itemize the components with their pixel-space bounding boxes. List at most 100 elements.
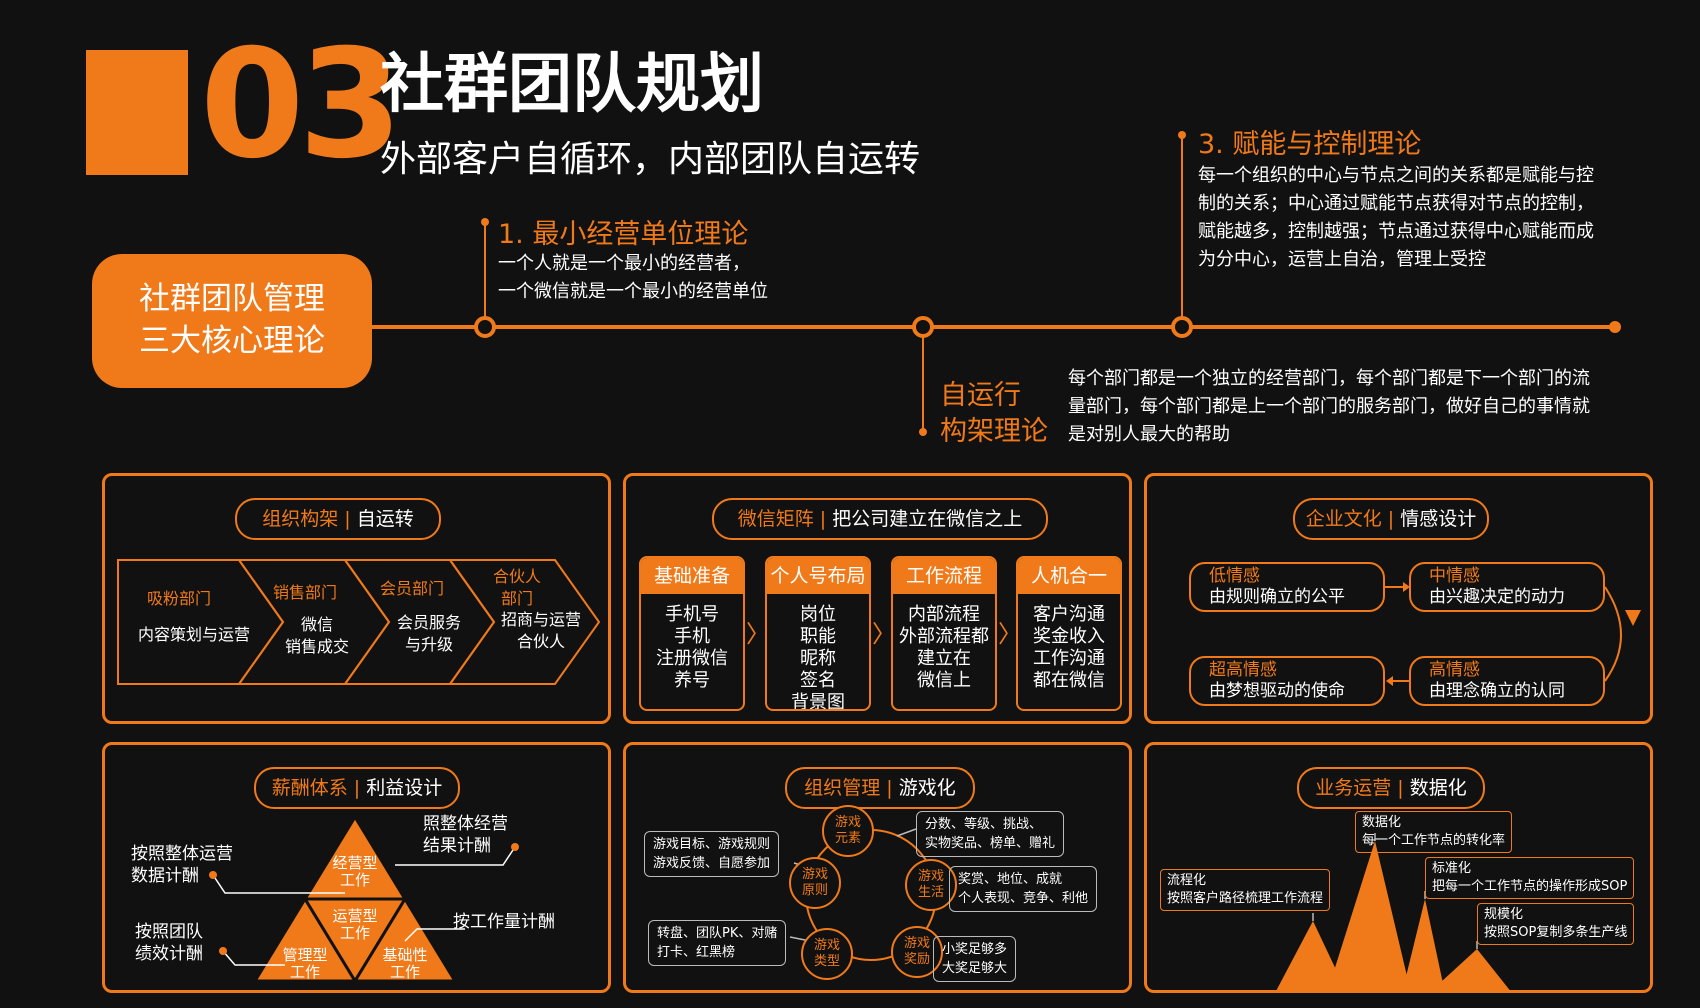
- panel-game-title: 组织管理|游戏化: [785, 767, 975, 809]
- wechat-col: 人机合一 客户沟通 奖金收入 工作沟通 都在微信: [1016, 556, 1122, 711]
- game-circle: 游戏 类型: [801, 928, 853, 980]
- game-box: 分数、等级、挑战、 实物奖品、榜单、赠礼: [916, 811, 1065, 857]
- culture-item: 高情感 由理念确立的认同: [1409, 656, 1605, 706]
- panel-wechat-title: 微信矩阵|把公司建立在微信之上: [712, 498, 1048, 540]
- biz-item: 流程化 按照客户路径梳理工作流程: [1160, 869, 1331, 911]
- panel-title-a: 组织构架: [262, 508, 339, 530]
- org-dept-desc: 会员服务 与升级: [397, 613, 462, 654]
- panel-title-a: 薪酬体系: [271, 777, 348, 799]
- panel-title-b: 数据化: [1409, 777, 1467, 799]
- culture-item-desc: 由兴趣决定的动力: [1429, 587, 1565, 607]
- panel-title-a: 业务运营: [1315, 777, 1392, 799]
- game-circle: 游戏 元素: [822, 805, 874, 857]
- theory-2-body: 每个部门都是一个独立的经营部门，每个部门都是下一个部门的流 量部门，每个部门都是…: [1068, 365, 1590, 449]
- salary-tri-top: 经营型 工作: [332, 854, 378, 889]
- theory-2-title: 自运行 构架理论: [940, 378, 1048, 450]
- wechat-col: 个人号布局 岗位 职能 昵称 签名 背景图: [765, 556, 871, 711]
- culture-item-desc: 由梦想驱动的使命: [1209, 681, 1345, 701]
- chevron-right-icon: 〉: [998, 620, 1022, 648]
- wechat-col-head: 工作流程: [893, 558, 995, 594]
- culture-item-name: 低情感: [1209, 566, 1260, 586]
- core-theory-box: 社群团队管理 三大核心理论: [92, 254, 372, 388]
- panel-title-b: 情感设计: [1400, 508, 1477, 530]
- wechat-col: 基础准备 手机号 手机 注册微信 养号: [639, 556, 745, 711]
- salary-label-br: 按工作量计酬: [453, 912, 555, 932]
- header-orange-block: [86, 50, 188, 175]
- biz-item-name: 规模化: [1484, 907, 1524, 922]
- org-chevrons: [117, 559, 601, 685]
- theory-2-line: 是对别人最大的帮助: [1068, 424, 1230, 445]
- salary-tri-bl: 管理型 工作: [282, 946, 328, 981]
- org-dept-desc: 微信 销售成交: [285, 615, 350, 656]
- wechat-col: 工作流程 内部流程 外部流程都 建立在 微信上: [891, 556, 997, 711]
- theory-3-title: 3. 赋能与控制理论: [1198, 129, 1422, 160]
- theory-3-line: 每一个组织的中心与节点之间的关系都是赋能与控: [1198, 165, 1594, 186]
- org-dept-name: 销售部门: [273, 583, 338, 602]
- org-dept-name: 吸粉部门: [147, 589, 212, 608]
- biz-item-name: 流程化: [1167, 873, 1207, 888]
- theory-2-title-line: 构架理论: [940, 416, 1048, 447]
- org-dept-desc: 内容策划与运营: [138, 625, 251, 644]
- culture-item: 中情感 由兴趣决定的动力: [1409, 562, 1605, 612]
- culture-flow-arrows: [1385, 582, 1641, 686]
- page-title: 社群团队规划: [380, 48, 764, 122]
- salary-tri-mid: 运营型 工作: [332, 907, 378, 942]
- panel-gamification: 组织管理|游戏化 游戏 元素 游戏 生活 游戏 奖励 游戏 类型 游戏 原则 分…: [623, 742, 1132, 993]
- theory-2-line: 每个部门都是一个独立的经营部门，每个部门都是下一个部门的流: [1068, 368, 1590, 389]
- salary-tri-br: 基础性 工作: [382, 946, 428, 981]
- wechat-col-head: 人机合一: [1018, 558, 1120, 594]
- salary-label-bl: 按照团队 绩效计酬: [135, 922, 203, 964]
- culture-item-name: 超高情感: [1209, 660, 1277, 680]
- salary-label-tr: 照整体经营 结果计酬: [423, 814, 508, 856]
- biz-item: 标准化 把每一个工作节点的操作形成SOP: [1425, 857, 1635, 899]
- core-line-2: 三大核心理论: [139, 323, 325, 359]
- game-circle-text: 游戏 类型: [813, 938, 840, 969]
- theory-2-line: 量部门，每个部门都是上一个部门的服务部门，做好自己的事情就: [1068, 396, 1590, 417]
- panel-org-structure: 组织构架|自运转 吸粉部门 内容策划与运营 销售部门 微信 销售成交 会员部门 …: [102, 473, 611, 724]
- theory-1-line: 一个微信就是一个最小的经营单位: [498, 281, 768, 302]
- panel-salary-title: 薪酬体系|利益设计: [254, 767, 460, 809]
- game-circle-text: 游戏 原则: [801, 867, 828, 898]
- game-circle-text: 游戏 生活: [917, 869, 944, 900]
- panel-org-title: 组织构架|自运转: [235, 498, 441, 540]
- panel-title-b: 把公司建立在微信之上: [832, 508, 1023, 530]
- culture-item: 超高情感 由梦想驱动的使命: [1189, 656, 1385, 706]
- theory-3-line: 赋能越多，控制越强；节点通过获得中心赋能而成: [1198, 221, 1594, 242]
- wechat-col-head: 基础准备: [641, 558, 743, 594]
- panel-title-a: 企业文化: [1305, 508, 1382, 530]
- panel-title-a: 微信矩阵: [737, 508, 814, 530]
- theory-1-line: 一个人就是一个最小的经营者，: [498, 253, 750, 274]
- game-box: 奖赏、地位、成就 个人表现、竞争、利他: [949, 866, 1098, 912]
- culture-item-desc: 由规则确立的公平: [1209, 587, 1345, 607]
- theory-3-line: 制的关系；中心通过赋能节点获得对节点的控制，: [1198, 193, 1594, 214]
- biz-item: 数据化 每一个工作节点的转化率: [1355, 811, 1513, 853]
- panel-culture: 企业文化|情感设计 低情感 由规则确立的公平 中情感 由兴趣决定的动力 高情感 …: [1144, 473, 1653, 724]
- wechat-col-body: 客户沟通 奖金收入 工作沟通 都在微信: [1033, 604, 1105, 691]
- wechat-col-body: 岗位 职能 昵称 签名 背景图: [791, 604, 845, 711]
- section-number: 03: [200, 18, 403, 192]
- biz-item: 规模化 按照SOP复制多条生产线: [1477, 903, 1635, 945]
- theory-3-line: 为分中心，运营上自治，管理上受控: [1198, 249, 1486, 270]
- game-circle: 游戏 生活: [905, 859, 957, 911]
- salary-label-tl: 按照整体运营 数据计酬: [131, 844, 233, 886]
- biz-item-name: 标准化: [1432, 861, 1472, 876]
- panel-title-b: 自运转: [356, 508, 414, 530]
- culture-item: 低情感 由规则确立的公平: [1189, 562, 1385, 612]
- panel-title-b: 游戏化: [898, 777, 956, 799]
- game-box: 转盘、团队PK、对赌 打卡、红黑榜: [648, 920, 787, 966]
- panel-biz-ops: 业务运营|数据化 数据化 每一个工作节点的转化率 流程化 按照客户路径梳理工作流…: [1144, 742, 1653, 993]
- page-subtitle: 外部客户自循环，内部团队自运转: [380, 139, 921, 180]
- culture-item-desc: 由理念确立的认同: [1429, 681, 1565, 701]
- biz-item-desc: 把每一个工作节点的操作形成SOP: [1432, 879, 1628, 894]
- wechat-col-body: 手机号 手机 注册微信 养号: [656, 604, 728, 691]
- biz-item-desc: 按照客户路径梳理工作流程: [1167, 891, 1324, 906]
- theory-1-body: 一个人就是一个最小的经营者， 一个微信就是一个最小的经营单位: [498, 250, 768, 306]
- game-circle: 游戏 奖励: [891, 926, 943, 978]
- panel-wechat-matrix: 微信矩阵|把公司建立在微信之上 基础准备 手机号 手机 注册微信 养号 〉 个人…: [623, 473, 1132, 724]
- game-box: 小奖足够多 大奖足够大: [933, 936, 1017, 982]
- salary-pyramid: [209, 814, 519, 984]
- panel-salary: 薪酬体系|利益设计 经营型 工作 运营型 工作 管理型 工作 基础性 工作 按照…: [102, 742, 611, 993]
- game-circle-text: 游戏 元素: [834, 815, 861, 846]
- panel-biz-title: 业务运营|数据化: [1297, 767, 1485, 809]
